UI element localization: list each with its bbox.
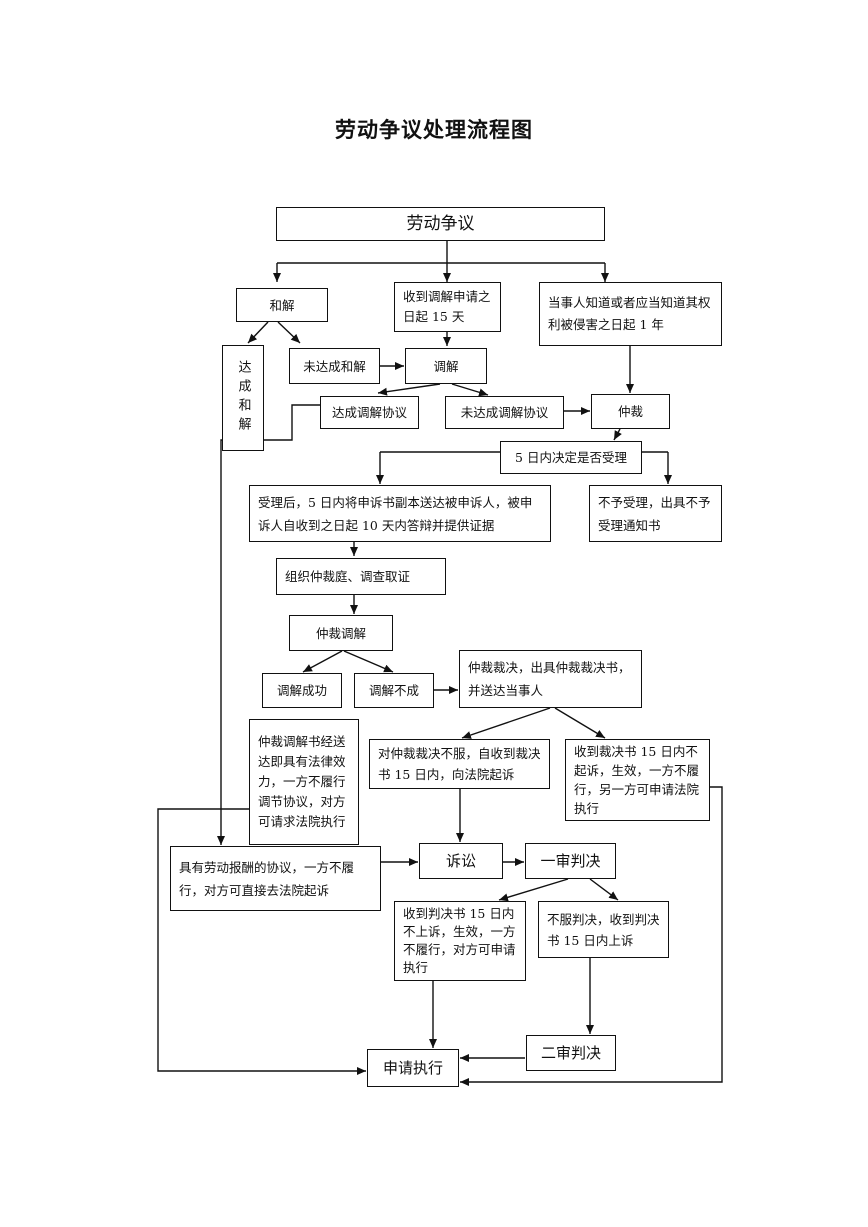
node-not-accepted: 不予受理，出具不予受理通知书 [589,485,722,542]
node-appeal: 不服判决，收到判决书 15 日内上诉 [538,901,669,958]
node-first-instance: 一审判决 [525,843,616,879]
page-title: 劳动争议处理流程图 [335,117,533,142]
node-arbitration: 仲裁 [591,394,670,429]
node-party-knows: 当事人知道或者应当知道其权利被侵害之日起 1 年 [539,282,722,346]
node-arbitration-ruling: 仲裁裁决，出具仲裁裁决书，并送达当事人 [459,650,642,708]
node-not-reconciled: 未达成和解 [289,348,380,384]
node-second-instance: 二审判决 [526,1035,616,1071]
node-tribunal: 组织仲裁庭、调查取证 [276,558,446,595]
node-mediation-fail: 调解不成 [354,673,434,708]
node-no-appeal: 收到判决书 15 日内不上诉，生效，一方不履行，对方可申请执行 [394,901,526,981]
node-apply-execution: 申请执行 [367,1049,459,1087]
node-mediation-agreement: 达成调解协议 [320,396,419,429]
node-labor-dispute: 劳动争议 [276,207,605,241]
node-salary-agreement: 具有劳动报酬的协议，一方不履行，对方可直接去法院起诉 [170,846,381,911]
node-reconcile: 和解 [236,288,328,322]
node-arbitration-mediation: 仲裁调解 [289,615,393,651]
node-no-mediation-agreement: 未达成调解协议 [445,396,564,429]
node-accepted: 受理后，5 日内将申诉书副本送达被申诉人，被申诉人自收到之日起 10 天内答辩并… [249,485,551,542]
node-mediation-success: 调解成功 [262,673,342,708]
node-decide-accept: 5 日内决定是否受理 [500,441,642,474]
node-lawsuit: 诉讼 [419,843,503,879]
node-ruling-effective: 收到裁决书 15 日内不起诉，生效，一方不履行，另一方可申请法院执行 [565,739,710,821]
node-mediation: 调解 [405,348,487,384]
node-arbitration-doc-effective: 仲裁调解书经送达即具有法律效力，一方不履行调节协议，对方可请求法院执行 [249,719,359,845]
node-disagree-ruling: 对仲裁裁决不服，自收到裁决书 15 日内，向法院起诉 [369,739,550,789]
node-mediation-application: 收到调解申请之日起 15 天 [394,282,501,332]
node-reached-reconcile: 达成和解 [222,345,264,451]
